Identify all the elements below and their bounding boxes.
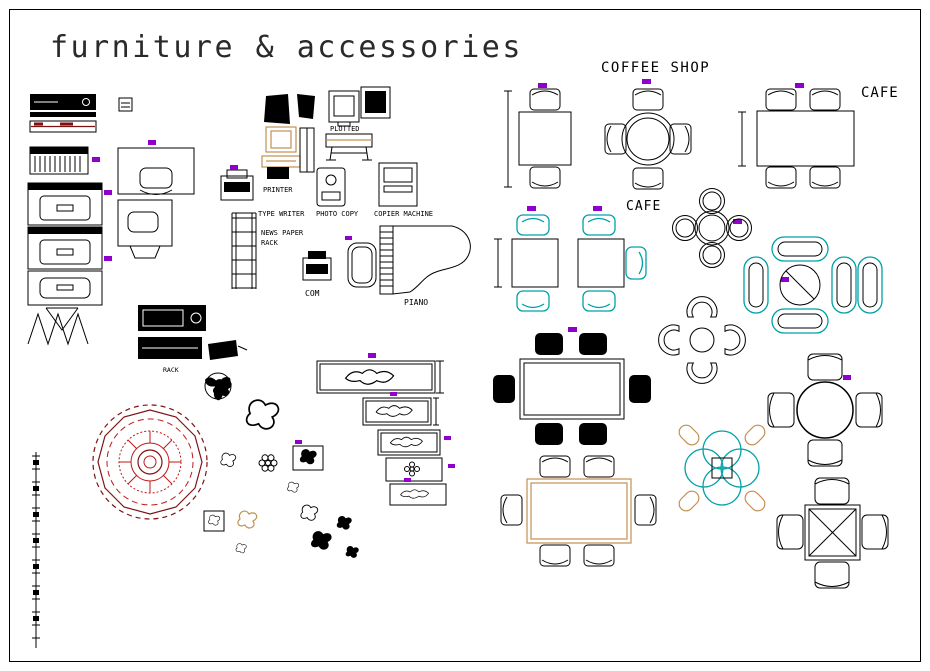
- desk-with-chair: [117, 199, 173, 259]
- sheet-border: [9, 9, 921, 662]
- copier-machine: COPIER MACHINE: [374, 162, 433, 218]
- console-table: [389, 478, 447, 506]
- grand-piano: PIANO: [379, 225, 471, 307]
- computer: [261, 126, 315, 173]
- flower-plant: [258, 454, 278, 472]
- potted-plant: [245, 399, 280, 430]
- coffee-shop-label: COFFEE SHOP: [601, 60, 710, 76]
- radiator: [29, 146, 100, 175]
- round-table-ring-chairs: [672, 188, 752, 268]
- potted-plant: [336, 516, 352, 530]
- boxed-plant: [292, 440, 324, 471]
- file-cabinet: [27, 182, 112, 226]
- square-table-teal-chairs: [494, 206, 559, 312]
- console-table: [316, 353, 444, 394]
- photo-copy-label: PHOTO COPY: [316, 210, 359, 218]
- square-table-4-seats: [776, 477, 889, 589]
- clover-table-set: [675, 421, 769, 515]
- printer: [220, 165, 254, 201]
- tv-unit: [138, 305, 206, 331]
- newspaper-rack: NEWS PAPER RACK: [231, 212, 304, 289]
- speaker: [264, 94, 290, 124]
- potted-plant: [287, 481, 300, 493]
- square-table-teal-chairs: [577, 206, 647, 312]
- rack-label: RACK: [163, 366, 179, 374]
- tv-unit: [138, 337, 202, 359]
- monitor: [328, 90, 360, 127]
- round-rug: [92, 404, 208, 520]
- page-title: furniture & accessories: [50, 30, 523, 65]
- boxed-plant: [203, 510, 225, 532]
- piano-bench: [345, 236, 377, 288]
- potted-plant: [311, 531, 332, 550]
- tan-table-6-seats: [500, 455, 657, 567]
- file-cabinet: [27, 226, 112, 270]
- console-table: [362, 392, 439, 426]
- potted-plant: [237, 510, 258, 529]
- folding-screen: [27, 312, 89, 346]
- vcr-block: [118, 97, 133, 112]
- speaker: [297, 94, 315, 119]
- cafe-right-label: CAFE: [861, 85, 899, 101]
- com-device: COM: [302, 251, 332, 298]
- type-writer-label: TYPE WRITER: [258, 210, 305, 218]
- round-table-4-square-chairs: [767, 353, 883, 467]
- drawer-unit: [27, 270, 103, 306]
- com-label: COM: [305, 289, 320, 298]
- copier-machine-label: COPIER MACHINE: [374, 210, 433, 218]
- tub-chair-round-table-set: [658, 296, 746, 384]
- potted-plant: [300, 504, 319, 521]
- news-paper-rack-label-2: RACK: [261, 239, 279, 247]
- desk-with-chair: [117, 140, 195, 195]
- scale-bar: [32, 452, 40, 648]
- plotted-label: PLOTTED: [330, 125, 360, 133]
- stereo-unit: [29, 94, 97, 133]
- cafe-center-label: CAFE: [626, 199, 661, 214]
- plotter: PLOTTED: [325, 125, 373, 161]
- printer-label: PRINTER: [263, 186, 293, 194]
- news-paper-rack-label-1: NEWS PAPER: [261, 229, 304, 237]
- open-wardrobe: [45, 307, 79, 331]
- monitor: [360, 86, 391, 119]
- printer-label-block: PRINTER: [263, 167, 293, 194]
- potted-plant: [235, 543, 247, 554]
- rect-table-6-seats: [493, 327, 651, 445]
- photo-copier: PHOTO COPY: [316, 167, 359, 218]
- console-table: [385, 457, 455, 482]
- rect-table-4-seats: [738, 83, 855, 189]
- piano-label: PIANO: [404, 298, 428, 307]
- projector: [208, 340, 248, 360]
- console-table: [377, 429, 451, 456]
- potted-plant: [345, 546, 359, 558]
- square-table-2-seats: [504, 83, 572, 189]
- round-table-4-seats: [604, 79, 692, 190]
- lounge-round-table-set: [743, 236, 883, 334]
- potted-plant: [220, 452, 237, 467]
